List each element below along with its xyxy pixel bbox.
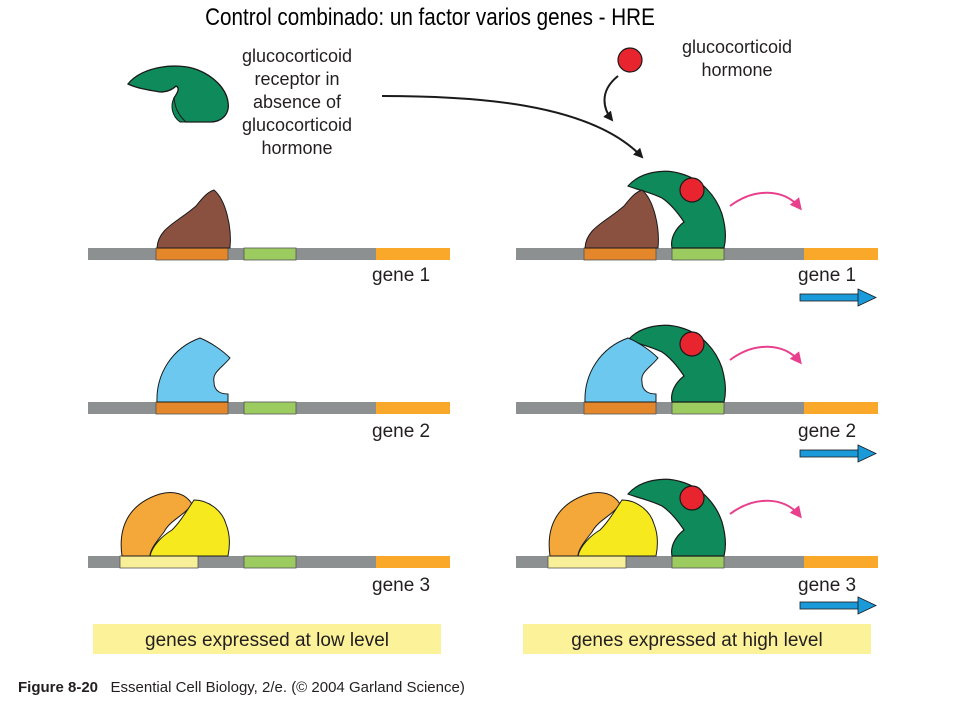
right-complex-2 (584, 324, 726, 403)
right-complex-3 (548, 478, 726, 557)
activation-arrow-2 (729, 345, 802, 365)
receptor-label-line-1: glucocorticoid (242, 46, 352, 66)
right-complex-1 (584, 170, 726, 249)
activation-arrow-3 (729, 499, 802, 519)
low-level-banner: genes expressed at low level (145, 630, 389, 651)
figure-caption: Figure 8-20 Essential Cell Biology, 2/e.… (18, 679, 465, 696)
left-dna-gene-1 (88, 247, 450, 261)
receptor-label-line-4: glucocorticoid (242, 115, 352, 135)
right-dna-gene-1 (516, 247, 878, 261)
figure-source: Essential Cell Biology, 2/e. (© 2004 Gar… (110, 679, 465, 696)
receptor-arrow (381, 95, 644, 159)
hormone-label-line-1: glucocorticoid (682, 37, 792, 57)
high-level-banner: genes expressed at high level (571, 630, 822, 651)
right-dna-gene-2 (516, 401, 878, 415)
figure-number: Figure 8-20 (18, 679, 99, 696)
left-gene-3-label: gene 3 (372, 575, 430, 596)
hormone-label-line-2: hormone (701, 60, 772, 80)
blue-protein (156, 337, 231, 403)
transcription-arrow-2 (799, 444, 877, 463)
activation-arrow-1 (729, 191, 802, 211)
brown-protein (156, 189, 231, 249)
hormone-circle (617, 47, 643, 73)
high-level-banner-bg (523, 624, 871, 654)
page-title: Control combinado: un factor varios gene… (205, 4, 655, 31)
transcription-arrow-3 (799, 596, 877, 615)
transcription-arrow-1 (799, 288, 877, 307)
receptor-label-line-5: hormone (261, 138, 332, 158)
right-dna-gene-3 (516, 555, 878, 569)
hormone-arrow (603, 75, 619, 122)
left-dna-gene-3 (88, 555, 450, 569)
yellow-protein (149, 499, 230, 557)
low-level-banner-bg (93, 624, 441, 654)
receptor-label-line-2: receptor in (254, 69, 339, 89)
left-gene-2-label: gene 2 (372, 421, 430, 442)
right-gene-2-label: gene 2 (798, 421, 856, 442)
left-gene-1-label: gene 1 (372, 265, 430, 286)
receptor-label-line-3: absence of (253, 92, 342, 112)
right-gene-1-label: gene 1 (798, 265, 856, 286)
right-gene-3-label: gene 3 (798, 575, 856, 596)
free-glucocorticoid-receptor (126, 65, 229, 123)
left-dna-gene-2 (88, 401, 450, 415)
